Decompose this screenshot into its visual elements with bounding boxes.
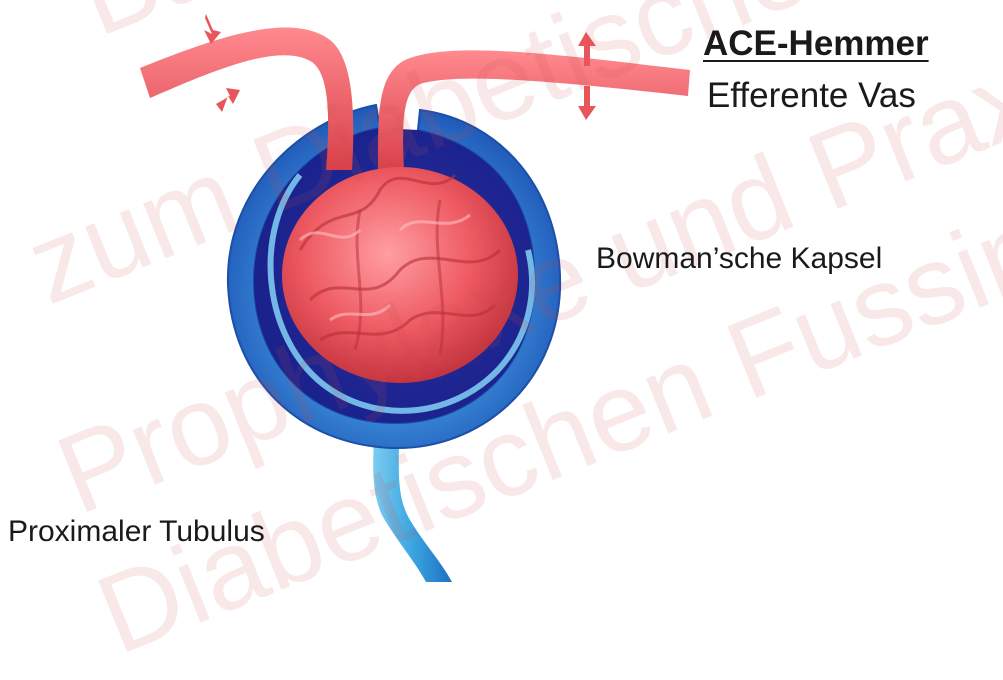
tubule-lumen-icon: [398, 440, 420, 500]
label-bowman-capsule: Bowman’sche Kapsel: [596, 242, 882, 276]
glomerular-tuft: [282, 167, 518, 383]
page-subtitle: Efferente Vas: [707, 76, 916, 116]
label-proximal-tubule: Proximaler Tubulus: [8, 515, 265, 549]
page-title: ACE-Hemmer: [703, 24, 929, 64]
